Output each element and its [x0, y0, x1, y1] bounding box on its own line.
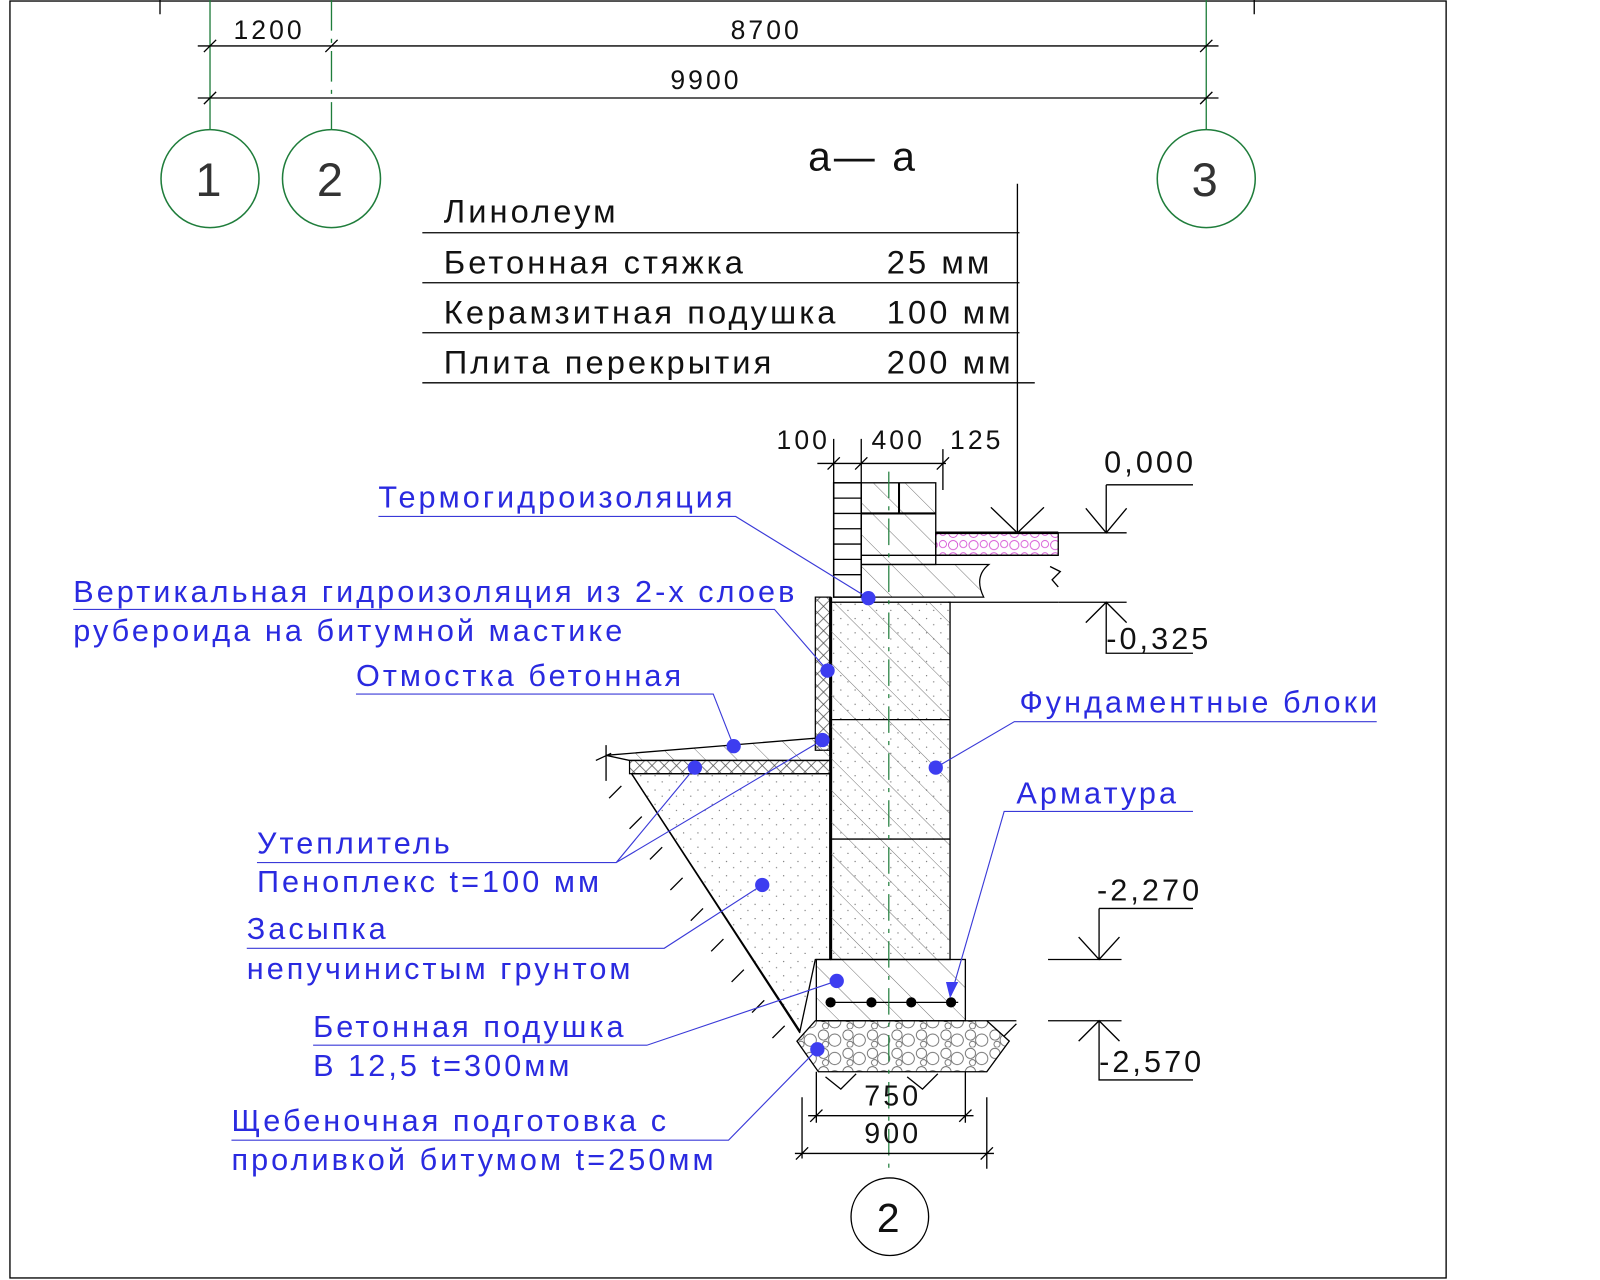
upper-wall — [832, 482, 937, 598]
svg-text:Фундаментные блоки: Фундаментные блоки — [1019, 685, 1380, 719]
svg-text:2: 2 — [877, 1195, 903, 1241]
svg-text:Арматура: Арматура — [1016, 776, 1179, 810]
svg-text:Термогидроизоляция: Термогидроизоляция — [378, 480, 735, 514]
layer-name: Керамзитная подушка — [444, 294, 839, 331]
rebar-dot — [866, 997, 877, 1008]
svg-text:проливкой битумом t=250мм: проливкой битумом t=250мм — [231, 1143, 716, 1177]
wall-dimensions: 100 400 125 — [777, 425, 1003, 490]
rebar-dot — [945, 997, 957, 1008]
svg-text:2: 2 — [317, 153, 346, 206]
bottom-dimensions: 750 900 — [794, 1071, 994, 1169]
elevation-2270: -2,270 — [1048, 873, 1202, 961]
callout-concrete-pad: Бетонная подушка В 12,5 t=300мм — [313, 973, 844, 1083]
svg-text:-0,325: -0,325 — [1106, 622, 1211, 656]
callout-backfill: Засыпка непучинистым грунтом — [246, 877, 770, 986]
concrete-blind-area — [605, 736, 832, 762]
svg-text:Вертикальная гидроизоляция из: Вертикальная гидроизоляция из 2-х слоев — [73, 575, 797, 609]
svg-text:-2,270: -2,270 — [1097, 873, 1202, 907]
floor-layers-table: Линолеум Бетонная стяжка 25 мм Керамзитн… — [422, 183, 1045, 534]
dim-8700: 8700 — [731, 15, 802, 45]
dim-1200: 1200 — [233, 15, 304, 45]
foundation-blocks — [829, 601, 951, 961]
top-dimensions: 1200 8700 9900 — [159, 0, 1255, 130]
callout-gravel: Щебеночная подготовка с проливкой битумо… — [231, 1042, 825, 1177]
svg-text:750: 750 — [864, 1080, 921, 1112]
callout-thermo: Термогидроизоляция — [378, 480, 876, 606]
layer-thickness: 25 мм — [887, 244, 993, 281]
svg-text:1: 1 — [195, 153, 224, 206]
layer-name: Бетонная стяжка — [444, 244, 746, 281]
wall-dim-100: 100 — [777, 425, 830, 455]
elevation-0325: -0,325 — [1058, 601, 1211, 656]
layer-name: Линолеум — [444, 193, 619, 230]
layer-name: Плита перекрытия — [444, 344, 775, 381]
svg-text:Засыпка: Засыпка — [247, 912, 389, 946]
elevation-0: 0,000 — [1058, 446, 1196, 534]
layer-thickness: 200 мм — [887, 344, 1014, 381]
concrete-pad — [815, 958, 967, 1022]
sheet-frame — [9, 0, 1447, 1279]
callout-vertical-waterproofing: Вертикальная гидроизоляция из 2-х слоев … — [73, 575, 835, 678]
dim-9900: 9900 — [670, 65, 741, 95]
elevation-2570: -2,570 — [1048, 1019, 1204, 1081]
insulation-layer — [628, 759, 832, 775]
svg-text:Пеноплекс t=100 мм: Пеноплекс t=100 мм — [257, 865, 602, 899]
svg-text:-2,570: -2,570 — [1099, 1045, 1204, 1079]
rebar-dot — [906, 997, 917, 1008]
section-title: а— а — [808, 133, 918, 179]
axis-marker-bottom: 2 — [850, 1177, 930, 1257]
svg-text:Щебеночная подготовка с: Щебеночная подготовка с — [231, 1104, 669, 1138]
svg-text:непучинистым грунтом: непучинистым грунтом — [247, 952, 634, 986]
layer-thickness: 100 мм — [887, 294, 1014, 331]
axis-marker-2: 2 — [281, 128, 382, 229]
floor-slab — [860, 531, 1062, 603]
wall-dim-125: 125 — [950, 425, 1003, 455]
axis-marker-1: 1 — [160, 128, 260, 229]
callout-foundation-blocks: Фундаментные блоки — [928, 685, 1380, 775]
callout-blind-area: Отмостка бетонная — [355, 659, 741, 754]
callout-insulation: Утеплитель Пеноплекс t=100 мм — [256, 732, 830, 899]
backfill — [608, 773, 832, 1039]
svg-text:Отмостка бетонная: Отмостка бетонная — [356, 659, 684, 693]
svg-text:3: 3 — [1192, 153, 1221, 206]
svg-text:900: 900 — [864, 1118, 921, 1150]
gravel-bed — [796, 1020, 1011, 1073]
callout-rebar: Арматура — [945, 776, 1193, 999]
svg-text:рубероида на битумной мастике: рубероида на битумной мастике — [73, 614, 625, 648]
svg-text:В 12,5 t=300мм: В 12,5 t=300мм — [313, 1049, 572, 1083]
rebar-dot — [825, 997, 836, 1008]
svg-text:0,000: 0,000 — [1104, 446, 1196, 480]
wall-dim-400: 400 — [871, 425, 924, 455]
axis-marker-3: 3 — [1156, 128, 1257, 229]
svg-text:Утеплитель: Утеплитель — [257, 826, 453, 860]
svg-text:Бетонная подушка: Бетонная подушка — [313, 1010, 626, 1044]
